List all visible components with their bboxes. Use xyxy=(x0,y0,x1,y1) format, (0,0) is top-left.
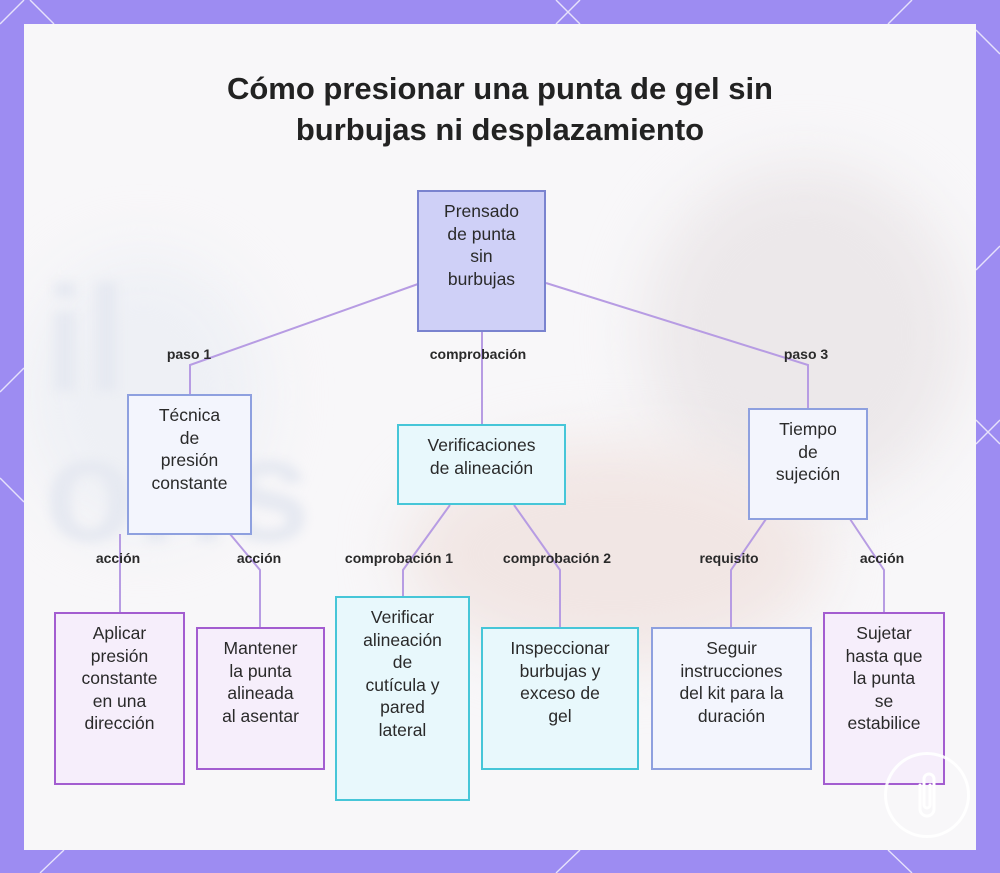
node-aplicar-presion: Aplicar presión constante en una direcci… xyxy=(54,612,185,785)
node-text: alineación xyxy=(363,629,442,650)
edge-label-accion: acción xyxy=(236,550,282,566)
node-text: gel xyxy=(548,705,572,726)
node-text: de xyxy=(798,441,818,462)
node-text: burbujas xyxy=(447,268,516,289)
node-mantener-punta: Mantener la punta alineada al asentar xyxy=(196,627,325,770)
node-text: estabilice xyxy=(847,713,921,734)
node-text: Técnica xyxy=(158,405,221,425)
node-text: Verificar xyxy=(370,607,435,627)
paperclip-logo-icon xyxy=(884,752,970,838)
node-inspeccionar-burbujas: Inspeccionar burbujas y exceso de gel xyxy=(481,627,639,770)
node-prensado-sin-burbujas: Prensado de punta sin burbujas xyxy=(417,190,546,332)
node-text: Prensado xyxy=(444,201,519,221)
node-text: Sujetar xyxy=(856,623,912,643)
node-text: de xyxy=(392,652,413,673)
connector-tiempo-sujetar xyxy=(849,518,885,613)
node-text: constante xyxy=(151,472,228,493)
diagram-title: Cómo presionar una punta de gel sin burb… xyxy=(150,68,850,150)
node-text: sin xyxy=(470,246,493,267)
title-line: Cómo presionar una punta de gel sin xyxy=(226,71,773,106)
node-tiempo-sujecion: Tiempo de sujeción xyxy=(748,408,868,520)
node-text: Verificaciones xyxy=(427,435,536,455)
node-text: de punta xyxy=(447,223,516,244)
connector-verif-inspeccionar xyxy=(513,504,561,628)
connector-tiempo-seguir xyxy=(730,518,767,628)
node-tecnica-presion-constante: Técnica de presión constante xyxy=(127,394,252,535)
node-verificar-alineacion: Verificar alineación de cutícula y pared… xyxy=(335,596,470,801)
connector-root-tiempo xyxy=(545,282,809,409)
title-line: burbujas ni desplazamiento xyxy=(295,112,705,147)
node-text: sujeción xyxy=(775,464,841,485)
node-text: duración xyxy=(697,705,766,726)
node-text: Seguir xyxy=(706,638,757,658)
connector-tecnica-mantener xyxy=(229,533,261,628)
node-text: hasta que xyxy=(845,645,923,666)
node-text: alineada xyxy=(227,683,294,704)
node-verificaciones-alineacion: Verificaciones de alineación xyxy=(397,424,566,505)
connector-root-tecnica xyxy=(189,283,419,395)
edge-label-comprobacion-2: comprobación 2 xyxy=(502,550,612,566)
node-text: lateral xyxy=(378,719,427,740)
node-text: se xyxy=(874,690,894,711)
node-text: en una xyxy=(92,690,147,711)
node-text: exceso de xyxy=(520,683,600,704)
edge-label-paso-3: paso 3 xyxy=(783,346,829,362)
node-text: Mantener xyxy=(223,638,298,658)
node-text: al asentar xyxy=(222,705,299,726)
node-text: del kit para la xyxy=(679,683,784,704)
edge-label-accion: acción xyxy=(95,550,141,566)
node-text: Inspeccionar xyxy=(510,638,610,658)
node-text: presión xyxy=(160,450,219,471)
node-text: la punta xyxy=(852,668,916,689)
node-text: Aplicar xyxy=(92,623,147,643)
edge-label-comprobacion: comprobación xyxy=(429,346,527,362)
node-text: de alineación xyxy=(429,457,534,478)
node-text: burbujas y xyxy=(519,660,601,681)
node-text: de xyxy=(179,427,200,448)
connector-verif-verificar xyxy=(402,504,451,597)
node-text: presión xyxy=(90,645,149,666)
node-text: instrucciones xyxy=(680,660,783,681)
edge-label-comprobacion-1: comprobación 1 xyxy=(344,550,454,566)
edge-label-requisito: requisito xyxy=(699,550,759,566)
edge-label-paso-1: paso 1 xyxy=(166,346,212,362)
node-text: la punta xyxy=(229,660,292,681)
node-text: constante xyxy=(81,668,158,689)
edge-label-accion: acción xyxy=(859,550,905,566)
node-text: pared xyxy=(380,697,425,718)
node-text: Tiempo xyxy=(779,419,837,439)
node-text: dirección xyxy=(84,713,155,734)
node-text: cutícula y xyxy=(365,674,440,695)
node-seguir-instrucciones: Seguir instrucciones del kit para la dur… xyxy=(651,627,812,770)
